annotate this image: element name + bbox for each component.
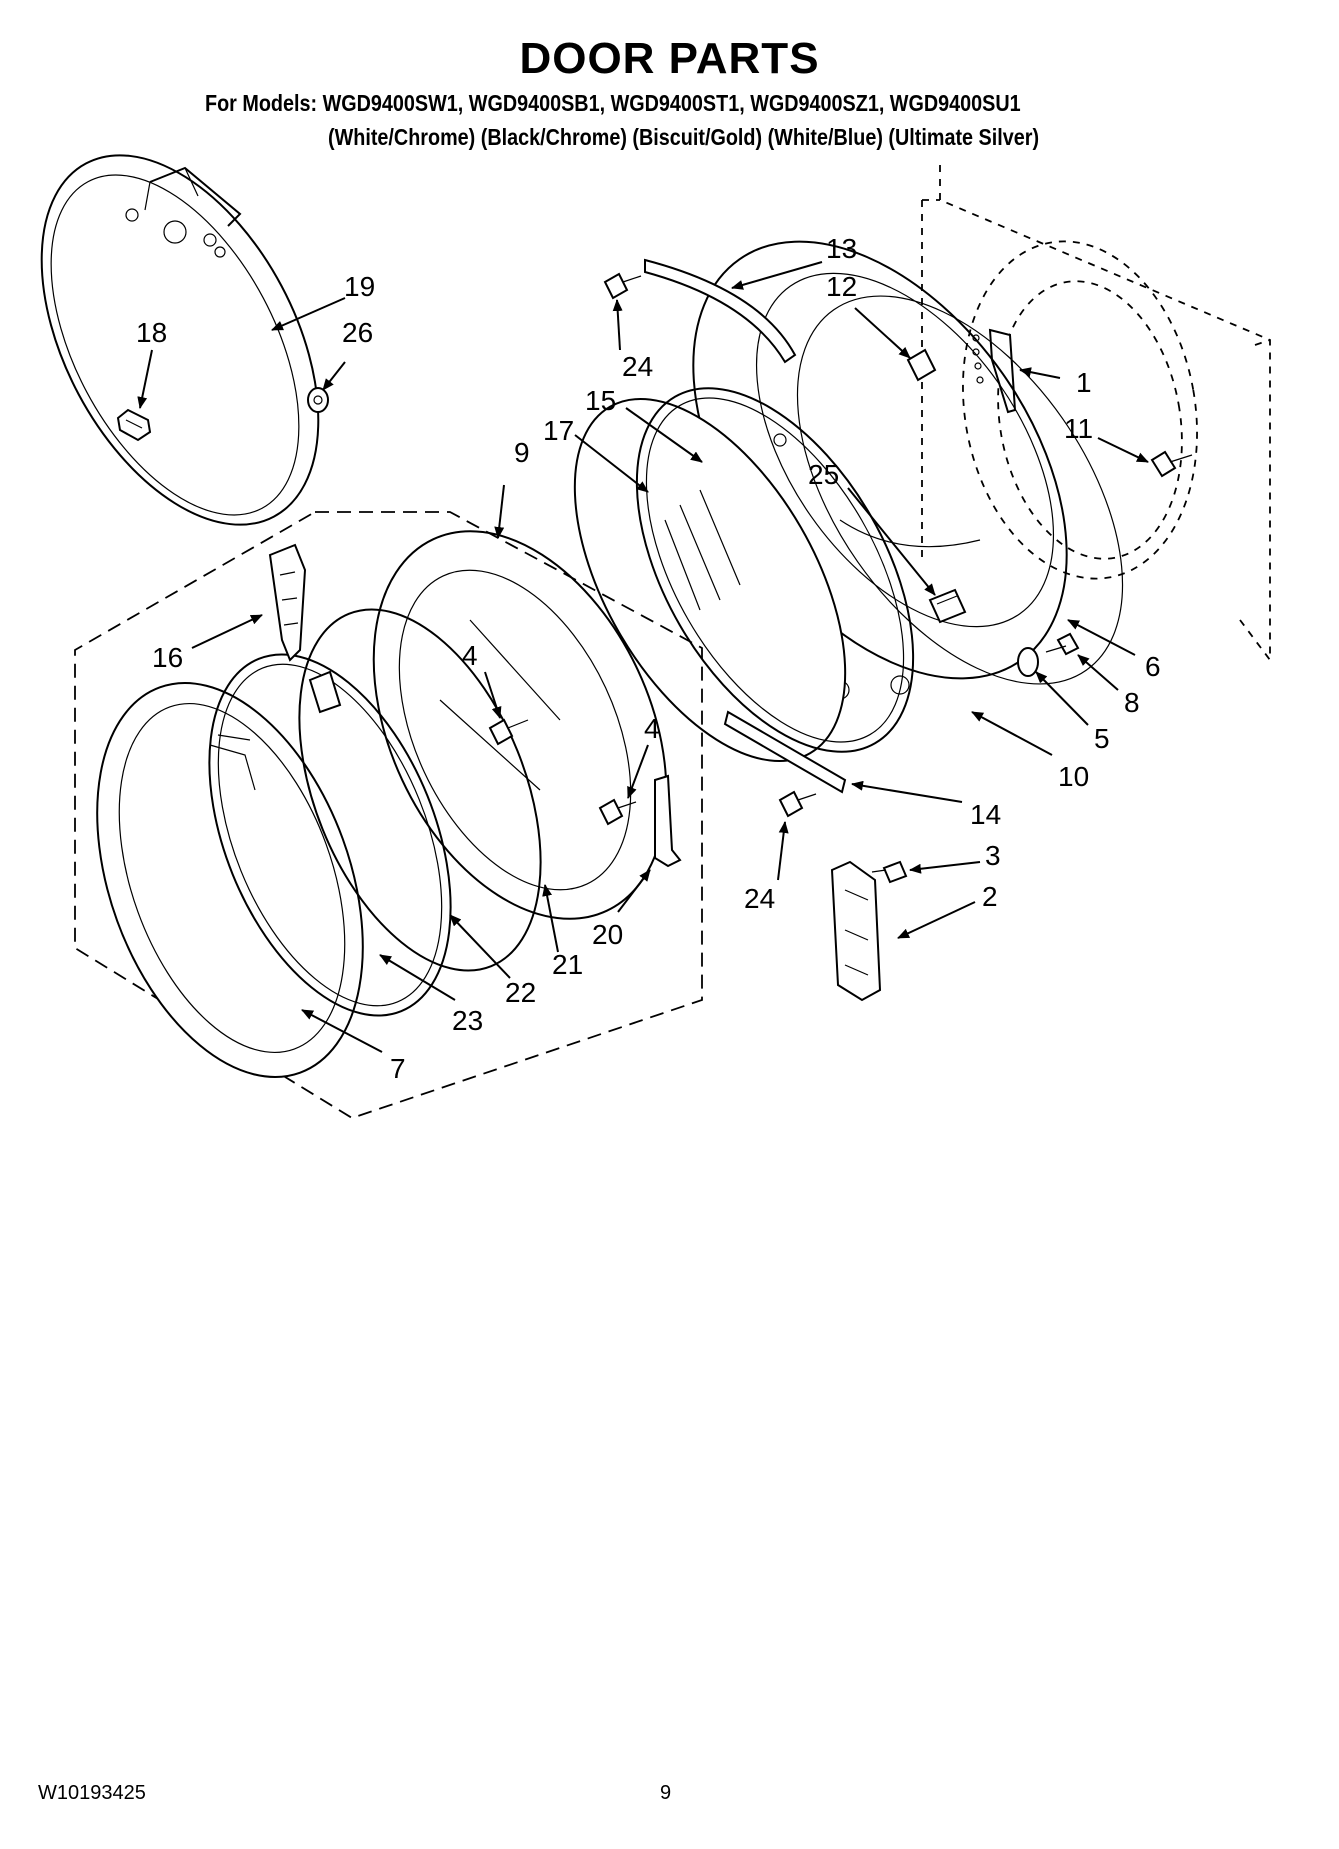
- page-title: DOOR PARTS: [519, 34, 820, 83]
- part-5-washer: [1017, 647, 1039, 677]
- colors-line: (White/Chrome) (Black/Chrome) (Biscuit/G…: [328, 124, 1040, 150]
- part-3-screw: [871, 860, 908, 884]
- callout-3: 3: [985, 840, 1001, 871]
- part-6-gasket: [796, 295, 1124, 685]
- callout-5: 5: [1094, 723, 1110, 754]
- part-26-bumper: [307, 387, 329, 413]
- part-7-outer-door-ring: [96, 682, 364, 1078]
- callout-10: 10: [1058, 761, 1089, 792]
- callout-labels: 1 2 3 4 4 5 6 7 8 9 10 11 12 13 14 15 17…: [136, 233, 1161, 1084]
- models-line: For Models: WGD9400SW1, WGD9400SB1, WGD9…: [205, 90, 1021, 116]
- part-8-screw: [1045, 632, 1080, 656]
- part-11-screw: [1150, 450, 1193, 478]
- callout-13: 13: [826, 233, 857, 264]
- part-18-clip: [116, 408, 152, 442]
- part-17-door-glass: [573, 398, 847, 762]
- part-2-hinge: [830, 860, 882, 1002]
- part-13-hinge-arm: [644, 258, 797, 364]
- callout-16-17: 17: [543, 415, 574, 446]
- doc-number: W10193425: [38, 1782, 146, 1804]
- callout-18: 18: [136, 317, 167, 348]
- part-25-latch: [928, 588, 967, 624]
- callout-2: 2: [982, 881, 998, 912]
- callout-4-lower: 4: [644, 713, 660, 744]
- callout-23: 23: [452, 1005, 483, 1036]
- callout-11: 11: [1064, 413, 1093, 444]
- callout-24-mid: 24: [744, 883, 775, 914]
- part-24-screw-upper: [603, 272, 642, 300]
- callout-26: 26: [342, 317, 373, 348]
- part-21-door-liner: [372, 530, 668, 920]
- callout-14: 14: [970, 799, 1001, 830]
- callout-24-top: 24: [622, 351, 653, 382]
- part-1-strike: [972, 328, 1017, 414]
- callout-20: 20: [592, 919, 623, 950]
- part-24-screw-lower: [778, 790, 817, 818]
- callout-22: 22: [505, 977, 536, 1008]
- part-16-handle: [268, 543, 307, 662]
- part-20-bracket: [654, 774, 682, 868]
- callout-21: 21: [552, 949, 583, 980]
- callout-6: 6: [1145, 651, 1161, 682]
- part-22-inner-ring: [298, 608, 542, 972]
- callout-12: 12: [826, 271, 857, 302]
- callout-4-upper: 4: [462, 640, 478, 671]
- callout-19: 19: [344, 271, 375, 302]
- part-14-strip: [723, 710, 847, 794]
- page-number: 9: [660, 1782, 672, 1804]
- part-9-door-assembly-outline: [74, 511, 703, 1119]
- callout-1: 1: [1076, 367, 1092, 398]
- callout-8: 8: [1124, 687, 1140, 718]
- part-23-trim-ring: [208, 653, 452, 1017]
- callout-16: 16: [152, 642, 183, 673]
- part-19-door-panel: [40, 154, 320, 526]
- part-12-hinge-block: [906, 348, 937, 382]
- leader-arrows: [137, 261, 1149, 1053]
- part-4-screw-upper: [488, 718, 529, 746]
- part-4-screw-lower: [598, 798, 637, 826]
- callout-15: 15: [585, 385, 616, 416]
- cabinet-front-outline: [921, 165, 1271, 661]
- callout-25: 25: [808, 459, 839, 490]
- callout-7: 7: [390, 1053, 406, 1084]
- callout-9: 9: [514, 437, 530, 468]
